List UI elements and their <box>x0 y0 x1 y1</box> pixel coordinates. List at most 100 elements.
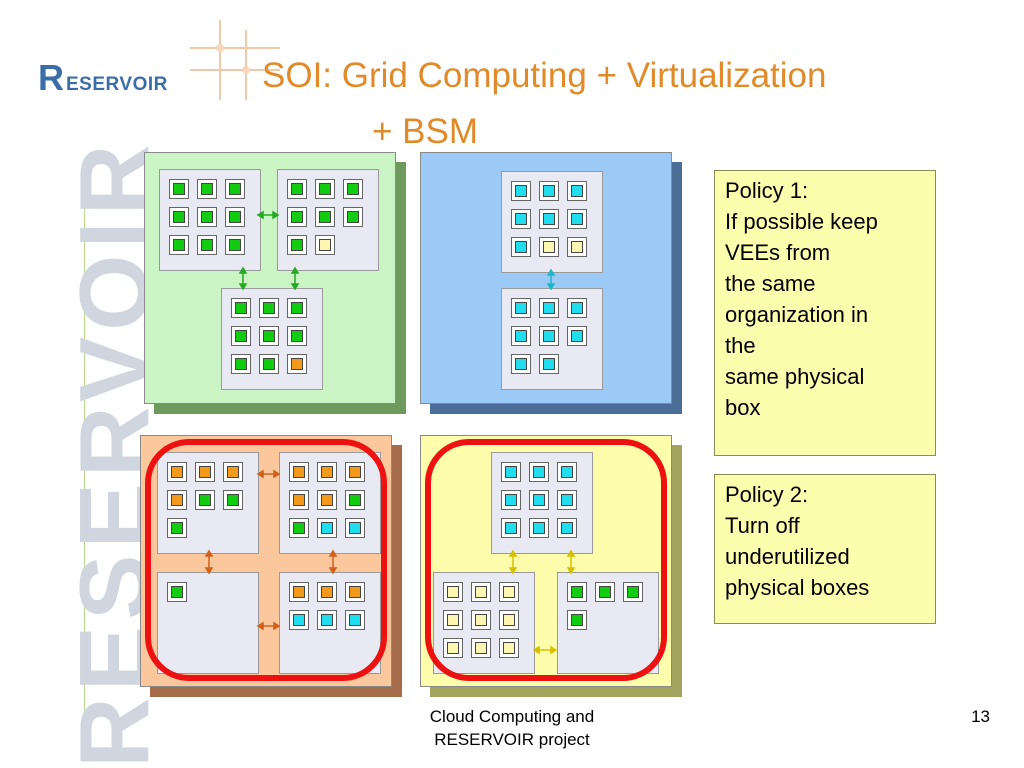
vee-slot <box>287 354 307 374</box>
vee-icon <box>505 494 517 506</box>
vee-slot <box>259 326 279 346</box>
title-line-1: SOI: Grid Computing + Virtualization <box>262 56 827 95</box>
logo-text: ESERVOIR <box>66 74 168 95</box>
vee-icon <box>543 185 555 197</box>
vee-slot <box>317 518 337 538</box>
vee-slot <box>223 462 243 482</box>
vee-slot <box>197 235 217 255</box>
empty-vee-slot <box>443 582 463 602</box>
reservoir-logo: R ESERVOIR <box>38 58 218 98</box>
vee-slot <box>623 582 643 602</box>
vee-icon <box>235 302 247 314</box>
vee-icon <box>291 330 303 342</box>
vee-slot <box>197 207 217 227</box>
vee-icon <box>543 358 555 370</box>
migration-arrows <box>204 469 338 631</box>
vee-slot <box>345 490 365 510</box>
vee-icon <box>515 330 527 342</box>
vee-icon <box>349 614 361 626</box>
vee-slot <box>529 462 549 482</box>
vee-icon <box>319 183 331 195</box>
empty-vee-icon <box>543 241 555 253</box>
vee-icon <box>571 586 583 598</box>
vee-slot <box>511 326 531 346</box>
vee-icon <box>533 466 545 478</box>
vee-icon <box>515 358 527 370</box>
vee-slot <box>167 518 187 538</box>
slide-title: SOI: Grid Computing + Virtualization + B… <box>262 48 982 160</box>
physical-box-yellow <box>420 435 682 697</box>
vee-slot <box>195 462 215 482</box>
vee-icon <box>515 302 527 314</box>
vee-icon <box>571 185 583 197</box>
vee-slot <box>315 207 335 227</box>
vee-slot <box>259 298 279 318</box>
vee-icon <box>349 586 361 598</box>
vee-icon <box>263 358 275 370</box>
vee-icon <box>293 586 305 598</box>
vee-slot <box>289 490 309 510</box>
page-number: 13 <box>971 707 990 726</box>
vee-icon <box>561 466 573 478</box>
physical-box-blue <box>420 152 682 414</box>
vee-icon <box>171 494 183 506</box>
vee-slot <box>567 181 587 201</box>
host-server <box>491 452 593 554</box>
vee-icon <box>171 586 183 598</box>
vee-slot <box>501 462 521 482</box>
vee-icon <box>229 183 241 195</box>
host-server <box>277 169 379 271</box>
vee-icon <box>321 466 333 478</box>
vee-slot <box>169 179 189 199</box>
vee-icon <box>543 302 555 314</box>
empty-vee-slot <box>499 610 519 630</box>
empty-vee-slot <box>539 237 559 257</box>
vee-slot <box>567 610 587 630</box>
vee-slot <box>529 518 549 538</box>
physical-box-green <box>144 152 406 414</box>
vee-slot <box>539 354 559 374</box>
vee-slot <box>317 610 337 630</box>
vee-icon <box>173 183 185 195</box>
title-line-2: + BSM <box>372 112 479 151</box>
policy-2-note: Policy 2: Turn off underutilized physica… <box>714 474 936 624</box>
vee-slot <box>529 490 549 510</box>
logo-initial: R <box>38 57 64 98</box>
vee-slot <box>567 326 587 346</box>
vee-slot <box>169 235 189 255</box>
vee-icon <box>229 239 241 251</box>
empty-vee-icon <box>475 614 487 626</box>
vee-icon <box>291 183 303 195</box>
empty-vee-slot <box>471 638 491 658</box>
vee-slot <box>343 207 363 227</box>
vee-icon <box>321 614 333 626</box>
vee-slot <box>567 209 587 229</box>
vee-slot <box>231 298 251 318</box>
vee-icon <box>515 213 527 225</box>
vee-icon <box>533 494 545 506</box>
vee-slot <box>225 235 245 255</box>
vee-slot <box>287 207 307 227</box>
vee-slot <box>539 209 559 229</box>
empty-vee-icon <box>571 241 583 253</box>
vee-icon <box>515 185 527 197</box>
empty-vee-icon <box>503 586 515 598</box>
vee-icon <box>505 466 517 478</box>
vee-icon <box>571 614 583 626</box>
empty-vee-slot <box>315 235 335 255</box>
vee-icon <box>291 211 303 223</box>
vee-icon <box>199 466 211 478</box>
vee-slot <box>511 209 531 229</box>
vee-slot <box>511 181 531 201</box>
vee-slot <box>539 181 559 201</box>
vee-slot <box>345 610 365 630</box>
vee-icon <box>561 494 573 506</box>
vee-icon <box>291 239 303 251</box>
vee-slot <box>317 462 337 482</box>
vee-icon <box>235 330 247 342</box>
vee-icon <box>533 522 545 534</box>
vee-icon <box>291 302 303 314</box>
vee-slot <box>557 518 577 538</box>
vee-icon <box>561 522 573 534</box>
vee-slot <box>287 235 307 255</box>
